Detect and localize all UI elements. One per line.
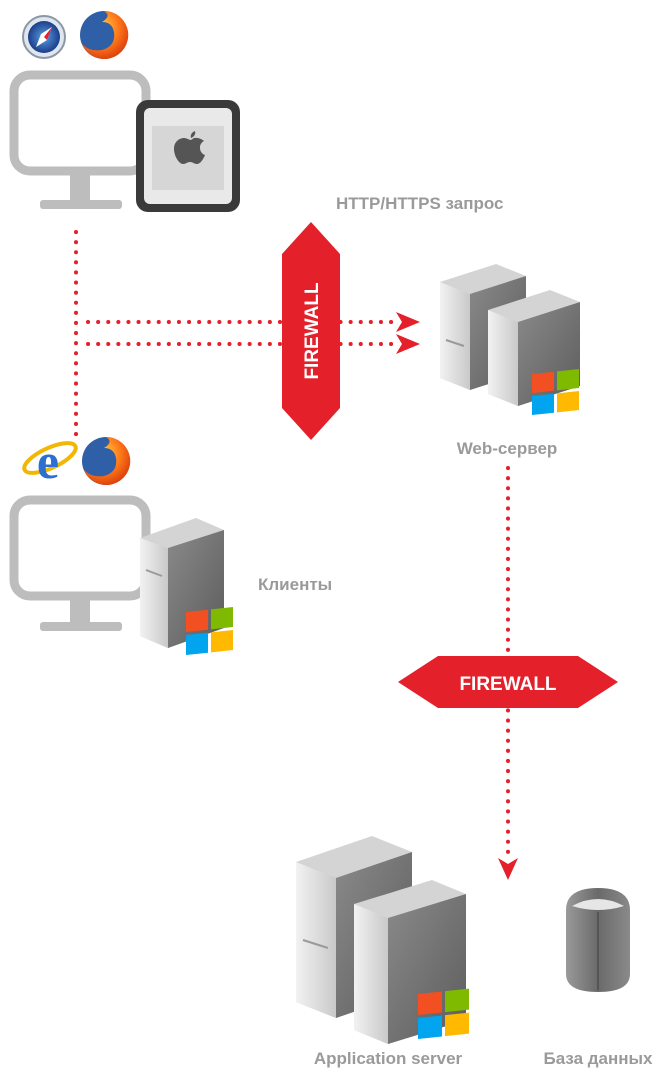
windows-logo-icon <box>186 607 233 655</box>
firewall-horizontal: FIREWALL <box>398 656 618 708</box>
firefox-icon <box>82 436 131 485</box>
monitor-icon <box>9 495 151 631</box>
firefox-icon <box>80 10 129 59</box>
windows-logo-icon <box>418 988 469 1039</box>
connection-lines <box>74 230 518 880</box>
windows-tower-icon <box>140 518 233 655</box>
arrow-head-icon <box>396 312 420 332</box>
application-server-label: Application server <box>314 1049 463 1068</box>
monitor-icon <box>9 70 151 209</box>
clients-label: Клиенты <box>258 575 332 594</box>
svg-text:e: e <box>37 433 59 489</box>
firewall-vertical: FIREWALL <box>282 222 340 440</box>
mac-pro-icon <box>136 100 240 212</box>
client-top <box>9 10 240 212</box>
database: База данных <box>543 888 653 1068</box>
firewall-horizontal-label: FIREWALL <box>459 674 556 695</box>
client-bottom: e Клиенты <box>9 433 332 655</box>
safari-icon <box>22 15 66 59</box>
arrow-head-icon <box>396 334 420 354</box>
windows-logo-icon <box>532 369 579 415</box>
database-icon <box>566 888 630 992</box>
application-server: Application server <box>296 836 469 1068</box>
database-label: База данных <box>543 1049 653 1068</box>
web-server-label: Web-сервер <box>457 439 558 458</box>
request-label: HTTP/HTTPS запрос <box>336 194 504 213</box>
arrow-head-icon <box>498 858 518 880</box>
web-server: Web-сервер <box>440 264 580 458</box>
firewall-vertical-label: FIREWALL <box>302 282 323 379</box>
internet-explorer-icon: e <box>22 433 78 489</box>
